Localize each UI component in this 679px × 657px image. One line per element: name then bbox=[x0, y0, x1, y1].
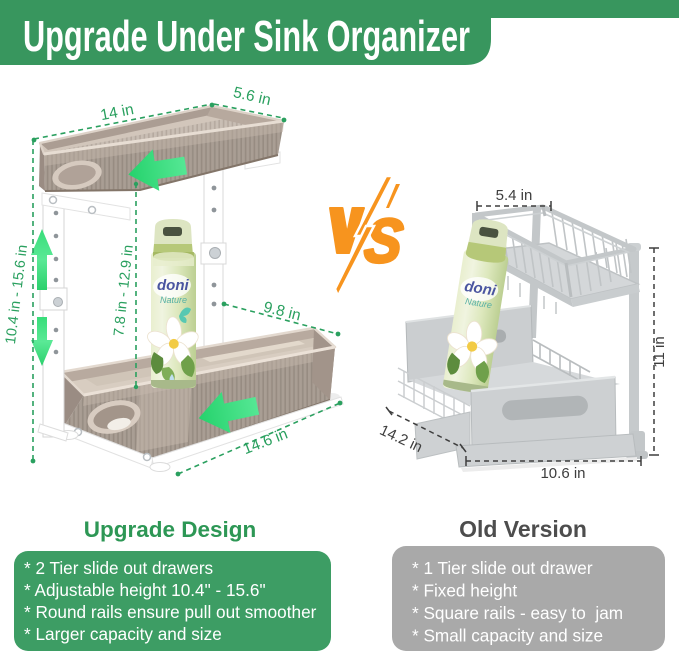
svg-text:5.4 in: 5.4 in bbox=[496, 187, 533, 204]
svg-text:* 2 Tier slide out drawers: * 2 Tier slide out drawers bbox=[24, 558, 213, 578]
svg-text:Nature: Nature bbox=[160, 295, 187, 305]
svg-text:* Fixed height: * Fixed height bbox=[412, 581, 517, 601]
svg-text:* Round rails ensure pull out: * Round rails ensure pull out smoother bbox=[24, 602, 317, 622]
svg-text:Upgrade Design: Upgrade Design bbox=[84, 517, 257, 542]
svg-text:7.8 in - 12.9 in: 7.8 in - 12.9 in bbox=[111, 244, 137, 337]
svg-text:* Small capacity and size: * Small capacity and size bbox=[412, 626, 603, 646]
svg-text:doni: doni bbox=[463, 278, 498, 300]
svg-text:5.6 in: 5.6 in bbox=[232, 84, 273, 109]
svg-text:* 1 Tier slide out drawer: * 1 Tier slide out drawer bbox=[412, 558, 593, 578]
svg-text:Old Version: Old Version bbox=[459, 516, 587, 542]
svg-text:10.4 in - 15.6 in: 10.4 in - 15.6 in bbox=[3, 244, 31, 345]
svg-text:11 in: 11 in bbox=[651, 336, 668, 367]
svg-text:9.8 in: 9.8 in bbox=[262, 299, 303, 325]
svg-text:14 in: 14 in bbox=[99, 101, 135, 124]
svg-text:* Larger capacity and size: * Larger capacity and size bbox=[24, 624, 222, 644]
svg-text:doni: doni bbox=[157, 277, 189, 294]
svg-text:Nature: Nature bbox=[464, 296, 492, 310]
svg-text:Upgrade Under Sink Organizer: Upgrade Under Sink Organizer bbox=[23, 12, 470, 61]
svg-text:* Adjustable height 10.4" - 15: * Adjustable height 10.4" - 15.6" bbox=[24, 580, 266, 600]
svg-text:* Square rails - easy to jam: * Square rails - easy to jam bbox=[412, 603, 623, 623]
svg-text:10.6 in: 10.6 in bbox=[540, 465, 585, 482]
